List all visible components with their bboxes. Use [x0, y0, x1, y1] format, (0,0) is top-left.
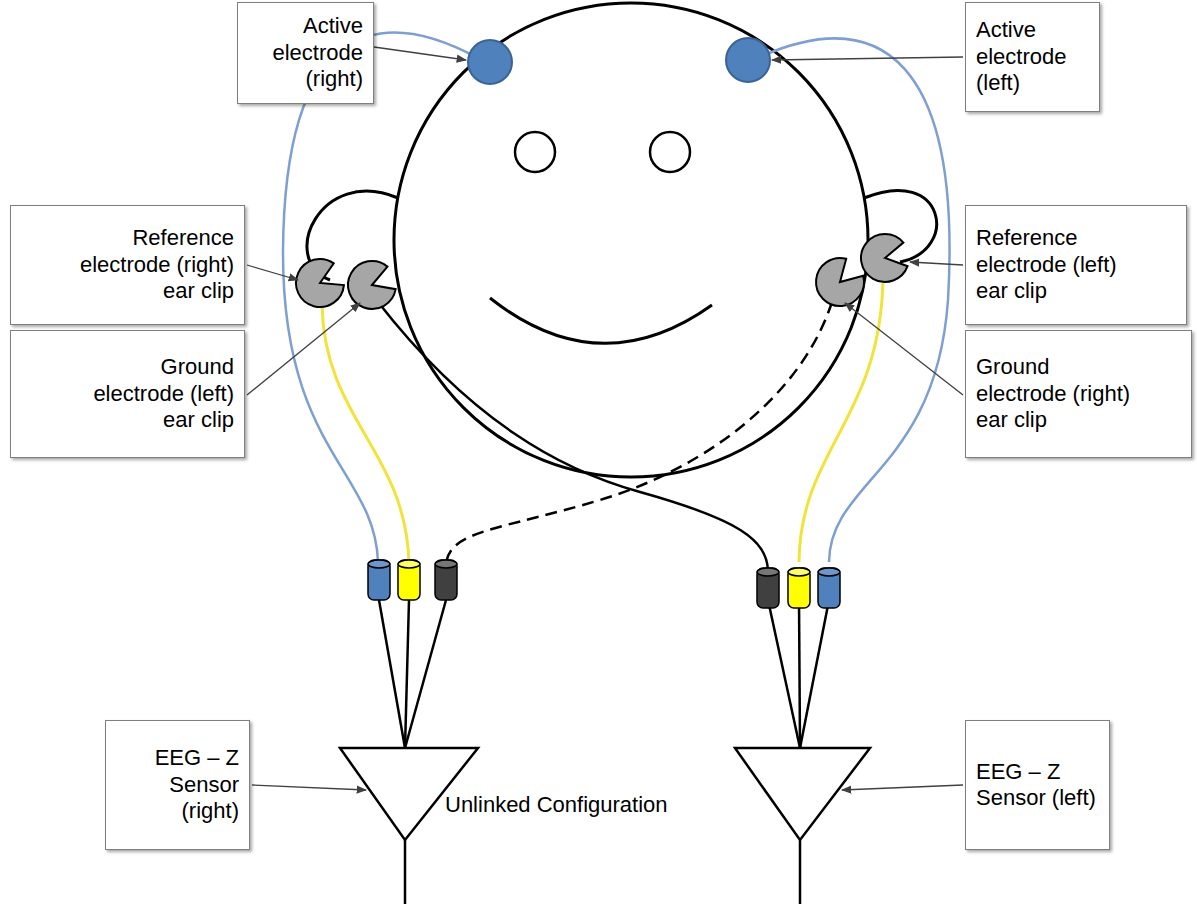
label-text: EEG – Z Sensor (left): [976, 759, 1096, 812]
ground-wire-dashed: [446, 302, 832, 564]
ear-clip: [857, 231, 909, 286]
head-outline: [394, 3, 868, 477]
label-box: Active electrode (right): [237, 2, 374, 104]
label-box: Ground electrode (left) ear clip: [10, 330, 245, 458]
reference-wire: [322, 306, 409, 562]
active-electrode: [726, 38, 770, 82]
label-text: Active electrode (right): [248, 13, 363, 92]
label-box: Active electrode (left): [965, 2, 1100, 112]
label-box: Ground electrode (right) ear clip: [965, 330, 1192, 458]
configuration-label: Unlinked Configuration: [445, 792, 668, 818]
leader-lines: [247, 47, 963, 790]
eye: [515, 132, 555, 172]
label-text: Reference electrode (right) ear clip: [74, 225, 234, 304]
label-box: Reference electrode (right) ear clip: [10, 205, 245, 325]
active-wire: [283, 33, 478, 562]
label-text: Ground electrode (right) ear clip: [976, 354, 1136, 433]
mouth: [490, 298, 712, 343]
active-wire: [762, 39, 950, 562]
label-text: Ground electrode (left) ear clip: [74, 354, 234, 433]
ear-clip: [341, 255, 400, 315]
label-box: Reference electrode (left) ear clip: [965, 205, 1187, 325]
sensor-triangle: [735, 748, 870, 840]
label-text: Active electrode (left): [976, 17, 1089, 96]
label-box: EEG – Z Sensor (right): [105, 720, 250, 850]
label-text: Reference electrode (left) ear clip: [976, 225, 1136, 304]
eye: [650, 132, 690, 172]
label-box: EEG – Z Sensor (left): [965, 720, 1110, 850]
label-text: EEG – Z Sensor (right): [119, 745, 239, 824]
plugs: [368, 560, 840, 608]
ground-wire: [378, 302, 768, 570]
active-electrode: [468, 40, 512, 84]
ear-clip: [288, 252, 349, 314]
